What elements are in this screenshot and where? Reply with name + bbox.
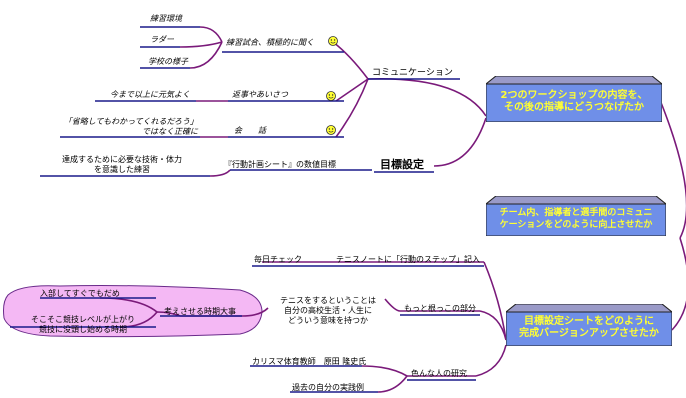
node-school: 学校の様子	[148, 57, 188, 66]
node-conversation-note-2: ではなく正確に	[142, 127, 198, 136]
root-box-workshop: 2つのワークショップの内容を、 その後の指導にどうつなげたか	[486, 76, 662, 122]
node-greeting-note: 今まで以上に元気よく	[110, 90, 190, 99]
node-level-up-2: 競技に没頭し始める時期	[39, 325, 127, 334]
root-box-workshop-label: 2つのワークショップの内容を、 その後の指導にどうつなげたか	[500, 90, 648, 113]
node-timing: 考えさせる時期大事	[164, 307, 236, 316]
node-ladder: ラダー	[150, 35, 174, 44]
root-box-goal-sheet-label: 目標設定シートをどのように 完成バージョンアップさせたか	[519, 316, 659, 339]
underlines	[10, 26, 484, 393]
node-tennis-life-3: どういう意味を持つか	[288, 316, 368, 325]
node-tech-note-1: 達成するために必要な技術・体力	[62, 155, 182, 164]
smiley-icon	[328, 36, 338, 46]
node-deeper: もっと根っこの部分	[404, 304, 476, 313]
node-action-plan: 『行動計画シート』の数値目標	[224, 160, 336, 169]
node-daily-check: 毎日チェック	[254, 255, 302, 264]
node-research: 色んな人の研究	[411, 369, 467, 378]
node-charisma: カリスマ体育教師 原田 隆史氏	[252, 357, 367, 366]
node-conversation-note-1: 「省略してもわかってくれるだろう」	[63, 117, 198, 126]
node-conversation: 会 話	[234, 126, 266, 135]
node-tennis-life-2: 自分の高校生活・人生に	[284, 306, 372, 315]
node-level-up-1: そこそこ競技レベルが上がり	[31, 315, 135, 324]
node-past-self: 過去の自分の実践例	[292, 383, 364, 392]
node-right-after-join: 入部してすぐでもだめ	[40, 289, 120, 298]
smiley-icon	[326, 125, 336, 135]
root-box-goal-sheet: 目標設定シートをどのように 完成バージョンアップさせたか	[506, 304, 672, 346]
node-greeting: 返事やあいさつ	[232, 90, 288, 99]
node-goal-setting: 目標設定	[380, 158, 424, 171]
node-tennis-note: テニスノートに「行動のステップ」記入	[336, 255, 480, 264]
node-tennis-life-1: テニスをするということは	[280, 296, 376, 305]
node-practice-match: 練習試合、積極的に聞く	[226, 38, 314, 47]
root-box-communication-label: チーム内、指導者と選手間のコミュニ ケーションをどのように向上させたか	[499, 208, 653, 230]
node-tech-note-2: を意識した練習	[94, 165, 150, 174]
node-practice-env: 練習環境	[150, 14, 182, 23]
node-communication: コミュニケーション	[372, 68, 453, 78]
root-box-communication: チーム内、指導者と選手間のコミュニ ケーションをどのように向上させたか	[486, 196, 666, 236]
smiley-icon	[326, 91, 336, 101]
